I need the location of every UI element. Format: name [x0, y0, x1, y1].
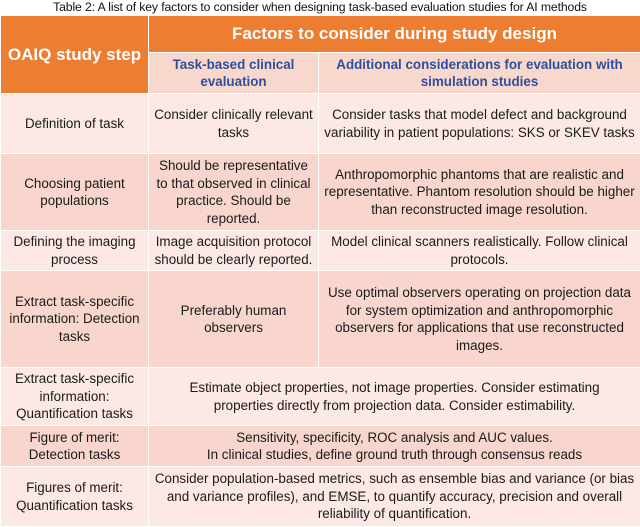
table-row: Extract task-specific information: Quant…: [1, 368, 640, 426]
row-merged-line1: Sensitivity, specificity, ROC analysis a…: [153, 429, 636, 447]
table-row: Extract task-specific information: Detec…: [1, 271, 640, 368]
row-merged: Estimate object properties, not image pr…: [149, 368, 640, 426]
table-row: Choosing patient populations Should be r…: [1, 154, 640, 231]
row-simulation: Use optimal observers operating on proje…: [319, 271, 640, 368]
row-simulation: Anthropomorphic phantoms that are realis…: [319, 154, 640, 231]
row-clinical: Consider clinically relevant tasks: [149, 94, 319, 154]
header-simulation: Additional considerations for evaluation…: [319, 53, 640, 94]
table-row: Defining the imaging process Image acqui…: [1, 231, 640, 271]
row-clinical: Image acquisition protocol should be cle…: [149, 231, 319, 271]
row-step: Definition of task: [1, 94, 149, 154]
header-clinical: Task-based clinical evaluation: [149, 53, 319, 94]
row-merged: Sensitivity, specificity, ROC analysis a…: [149, 426, 640, 467]
factors-table: OAIQ study step Factors to consider duri…: [0, 15, 640, 527]
row-step: Extract task-specific information: Quant…: [1, 368, 149, 426]
table-row: Figure of merit: Detection tasks Sensiti…: [1, 426, 640, 467]
row-step: Figures of merit: Quantification tasks: [1, 467, 149, 527]
row-merged-line2: In clinical studies, define ground truth…: [153, 446, 636, 464]
row-simulation: Model clinical scanners realistically. F…: [319, 231, 640, 271]
header-factors: Factors to consider during study design: [149, 16, 640, 53]
header-study-step: OAIQ study step: [1, 16, 149, 94]
row-step: Defining the imaging process: [1, 231, 149, 271]
row-merged: Consider population-based metrics, such …: [149, 467, 640, 527]
row-clinical: Should be representative to that observe…: [149, 154, 319, 231]
row-step: Choosing patient populations: [1, 154, 149, 231]
table-row: Figures of merit: Quantification tasks C…: [1, 467, 640, 527]
row-step: Extract task-specific information: Detec…: [1, 271, 149, 368]
row-step: Figure of merit: Detection tasks: [1, 426, 149, 467]
table-caption: Table 2: A list of key factors to consid…: [0, 0, 640, 15]
table-row: Definition of task Consider clinically r…: [1, 94, 640, 154]
row-clinical: Preferably human observers: [149, 271, 319, 368]
row-simulation: Consider tasks that model defect and bac…: [319, 94, 640, 154]
